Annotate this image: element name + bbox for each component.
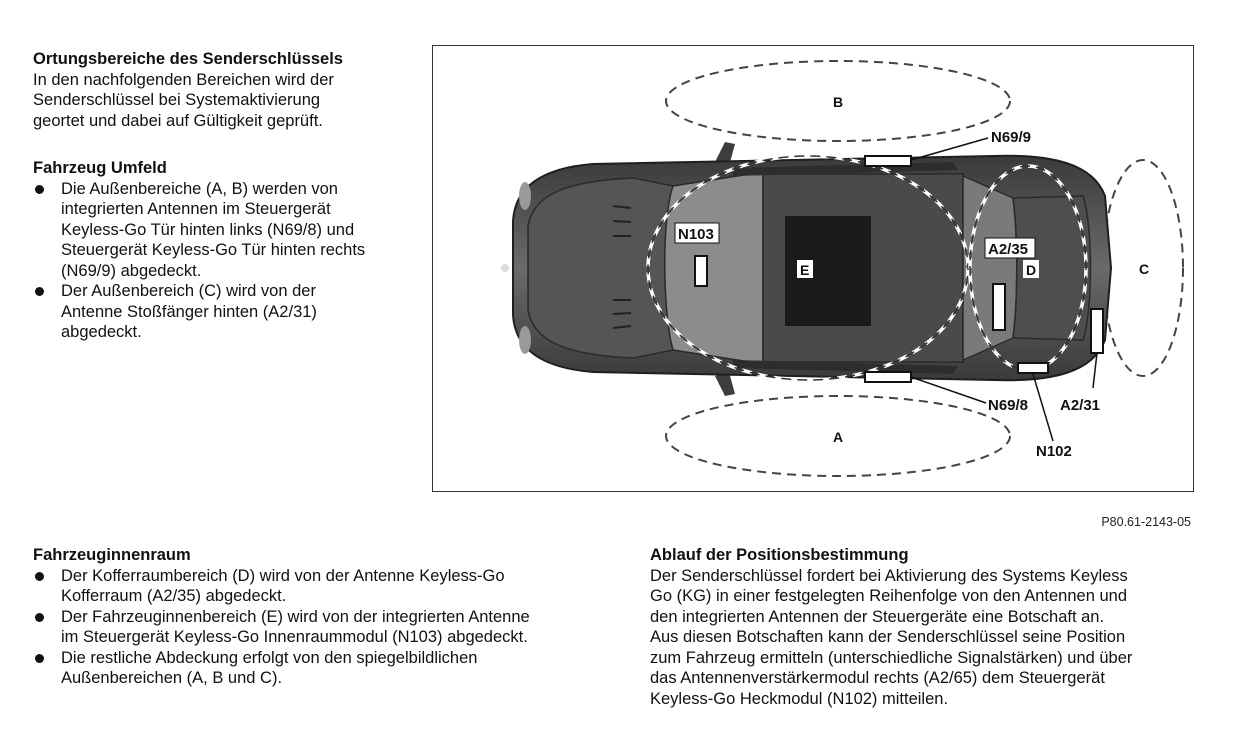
list-item-line: (N69/9) abgedeckt.: [61, 261, 202, 280]
list-item-line: im Steuergerät Keyless-Go Innenraummodul…: [61, 628, 528, 646]
antenna-n69-8: [864, 371, 912, 383]
antenna-n103: [694, 255, 708, 287]
vehicle-figure: N69/9 N69/8 N102 A2/31 N103 A2/35 B A C …: [432, 45, 1194, 492]
innenraum-heading: Fahrzeuginnenraum: [33, 546, 191, 564]
label-n102: N102: [1036, 443, 1072, 460]
ablauf-line: Go (KG) in einer festgelegten Reihenfolg…: [650, 587, 1128, 605]
list-item-line: Der Außenbereich (C) wird von der: [61, 282, 316, 300]
umfeld-heading: Fahrzeug Umfeld: [33, 159, 167, 177]
innenraum-list: Der Kofferraumbereich (D) wird von der A…: [33, 566, 593, 689]
umfeld-section: Fahrzeug Umfeld Die Außenbereiche (A, B)…: [33, 158, 413, 343]
list-item: Die Außenbereiche (A, B) werden von inte…: [33, 179, 413, 282]
list-item-line: Der Kofferraumbereich (D) wird von der A…: [61, 566, 505, 585]
vehicle-diagram: N69/9 N69/8 N102 A2/31 N103 A2/35 B A C …: [501, 60, 1184, 477]
list-item-line: integrierten Antennen im Steuergerät: [61, 200, 331, 218]
zone-e-outline: [647, 155, 969, 381]
list-item-line: Keyless-Go Tür hinten links (N69/8) und: [61, 220, 355, 239]
umfeld-list: Die Außenbereiche (A, B) werden von inte…: [33, 179, 413, 343]
label-a2-35: A2/35: [988, 241, 1028, 258]
ablauf-section: Ablauf der Positionsbestimmung Der Sende…: [650, 545, 1190, 709]
list-item: Der Außenbereich (C) wird von der Antenn…: [33, 281, 413, 343]
intro-line: Senderschlüssel bei Systemaktivierung: [33, 91, 321, 109]
intro-line: geortet und dabei auf Gültigkeit geprüft…: [33, 111, 323, 130]
list-item: Der Fahrzeuginnenbereich (E) wird von de…: [33, 607, 593, 648]
ablauf-heading: Ablauf der Positionsbestimmung: [650, 546, 909, 564]
zone-label-b: B: [833, 94, 843, 110]
list-item-line: abgedeckt.: [61, 323, 142, 341]
intro-section: Ortungsbereiche des Senderschlüssels In …: [33, 49, 413, 131]
zone-a: [665, 395, 1011, 477]
label-n69-9: N69/9: [991, 129, 1031, 146]
antenna-a2-31: [1090, 308, 1104, 354]
ablauf-line: den integrierten Antennen der Steuergerä…: [650, 607, 1105, 626]
list-item-line: Antenne Stoßfänger hinten (A2/31): [61, 302, 317, 321]
ablauf-line: Der Senderschlüssel fordert bei Aktivier…: [650, 566, 1128, 585]
list-item-line: Außenbereichen (A, B und C).: [61, 669, 283, 687]
list-item-line: Der Fahrzeuginnenbereich (E) wird von de…: [61, 607, 530, 626]
zone-b: [665, 60, 1011, 142]
intro-line: In den nachfolgenden Bereichen wird der: [33, 70, 334, 89]
ablauf-line: Keyless-Go Heckmodul (N102) mitteilen.: [650, 689, 949, 708]
zone-label-c: C: [1139, 261, 1149, 277]
ablauf-line: das Antennenverstärkermodul rechts (A2/6…: [650, 669, 1105, 687]
ablauf-line: zum Fahrzeug ermitteln (unterschiedliche…: [650, 648, 1133, 667]
ablauf-line: Aus diesen Botschaften kann der Sendersc…: [650, 628, 1126, 646]
innenraum-section: Fahrzeuginnenraum Der Kofferraumbereich …: [33, 545, 593, 689]
list-item-line: Kofferraum (A2/35) abgedeckt.: [61, 587, 287, 605]
antenna-a2-35: [992, 283, 1006, 331]
label-n69-8: N69/8: [988, 397, 1028, 414]
zone-label-d: D: [1026, 262, 1036, 278]
label-n103: N103: [678, 226, 714, 243]
list-item: Der Kofferraumbereich (D) wird von der A…: [33, 566, 593, 607]
antenna-n69-9: [864, 155, 912, 167]
module-n102: [1017, 362, 1049, 374]
list-item-line: Die Außenbereiche (A, B) werden von: [61, 179, 338, 198]
list-item: Die restliche Abdeckung erfolgt von den …: [33, 648, 593, 689]
list-item-line: Die restliche Abdeckung erfolgt von den …: [61, 648, 478, 667]
zone-label-a: A: [833, 429, 843, 445]
zone-label-e: E: [800, 262, 809, 278]
intro-heading: Ortungsbereiche des Senderschlüssels: [33, 50, 343, 68]
figure-reference: P80.61-2143-05: [1101, 515, 1191, 529]
list-item-line: Steuergerät Keyless-Go Tür hinten rechts: [61, 241, 366, 259]
label-a2-31: A2/31: [1060, 397, 1100, 414]
